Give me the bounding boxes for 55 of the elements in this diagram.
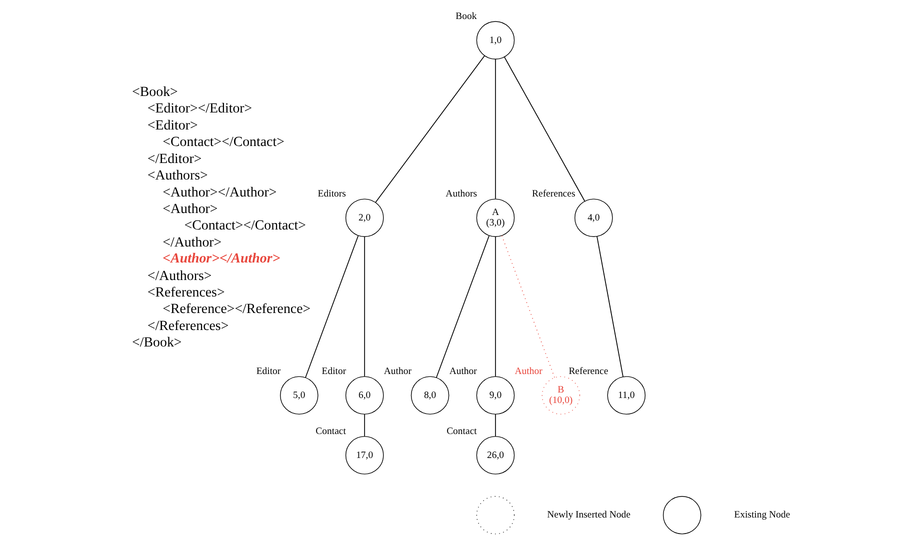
label: <Author></Author> [162, 251, 280, 266]
node-label: Contact [446, 426, 477, 437]
node-label: Author [449, 366, 477, 377]
node-circle: 4,0 [574, 198, 613, 237]
label: <Editor> [147, 118, 198, 134]
node-circle [662, 496, 702, 534]
label: <Book> [132, 85, 178, 100]
node-label: Author [514, 366, 542, 377]
connector [501, 235, 556, 378]
node-label: References [532, 188, 576, 200]
node-circle: 11,0 [607, 376, 646, 415]
node-label: Existing Node [734, 510, 790, 521]
label: <Editor></Editor> [147, 102, 252, 117]
connector [364, 236, 366, 377]
node-circle: 1,0 [476, 21, 515, 60]
label: <Author></Author> [162, 185, 277, 200]
node-label: Editor [322, 366, 346, 377]
connector [504, 56, 586, 202]
label: </Author> [162, 235, 222, 250]
node-label: Editor [256, 366, 281, 377]
node-circle: B (10,0) [542, 376, 580, 415]
node-label: Contact [316, 426, 346, 437]
label: <References> [147, 286, 225, 301]
node-label: Authors [446, 188, 478, 200]
label: </Authors> [147, 268, 212, 284]
node-label: Newly Inserted Node [547, 510, 630, 521]
node-label: Reference [568, 366, 608, 377]
node-label: Book [456, 10, 477, 22]
node-circle: 9,0 [476, 376, 515, 415]
connector [364, 414, 366, 437]
label: <Contact></Contact> [162, 135, 284, 150]
node-circle: A (3,0) [476, 198, 515, 237]
node-circle: 5,0 [280, 376, 318, 415]
connector [305, 235, 359, 378]
label: </Book> [132, 336, 182, 351]
connector [495, 236, 496, 377]
node-circle: 6,0 [345, 376, 384, 415]
node-label: Author [384, 366, 412, 377]
node-circle: 8,0 [410, 376, 450, 415]
label: <Reference></Reference> [162, 302, 311, 318]
node-circle: 17,0 [345, 436, 384, 474]
node-circle [476, 496, 515, 534]
node-circle: 26,0 [476, 436, 515, 474]
label: <Author> [162, 202, 218, 217]
node-label: Editors [318, 188, 346, 200]
connector [495, 414, 496, 437]
label: </References> [147, 318, 229, 334]
label: <Contact></Contact> [184, 218, 306, 234]
label: <Authors> [147, 168, 208, 184]
connector [495, 58, 496, 200]
connector [375, 55, 485, 203]
node-circle: 2,0 [345, 198, 384, 237]
label: </Editor> [147, 152, 202, 167]
connector [596, 236, 624, 378]
connector [436, 235, 490, 378]
